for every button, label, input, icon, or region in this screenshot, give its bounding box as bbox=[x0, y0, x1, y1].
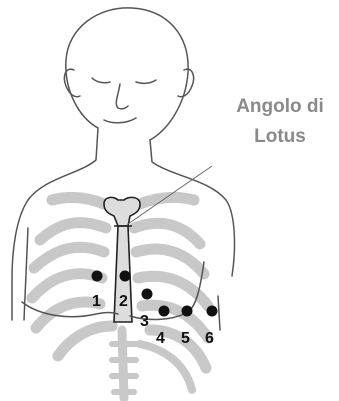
rib-left-1 bbox=[40, 223, 106, 240]
electrode-label-6: 6 bbox=[205, 330, 214, 347]
electrode-v4 bbox=[159, 306, 170, 317]
nose bbox=[116, 84, 128, 109]
electrode-v5 bbox=[182, 306, 193, 317]
left-clavicle bbox=[52, 197, 104, 204]
electrode-v3 bbox=[142, 289, 153, 300]
manubrium bbox=[104, 197, 140, 226]
electrode-label-5: 5 bbox=[181, 330, 190, 347]
right-ear bbox=[178, 69, 194, 97]
rib-left-5 bbox=[58, 326, 112, 356]
rib-right-1 bbox=[134, 223, 200, 244]
head bbox=[66, 8, 188, 140]
electrode-label-2: 2 bbox=[119, 293, 128, 310]
mouth bbox=[104, 118, 136, 123]
callout-leader-line bbox=[128, 166, 212, 224]
electrode-label-4: 4 bbox=[156, 330, 165, 347]
electrode-v6 bbox=[207, 306, 218, 317]
electrode-v1 bbox=[92, 271, 103, 282]
spine bbox=[122, 330, 124, 398]
right-clavicle bbox=[140, 197, 194, 204]
electrode-v2 bbox=[120, 271, 131, 282]
rib-left-2 bbox=[34, 247, 104, 268]
electrode-label-3: 3 bbox=[140, 313, 149, 330]
right-eye bbox=[136, 80, 156, 83]
rib-right-2 bbox=[136, 249, 204, 274]
right-arm-line bbox=[218, 296, 220, 330]
costal-cartilage bbox=[140, 344, 192, 390]
electrode-label-1: 1 bbox=[92, 293, 101, 310]
left-eye bbox=[92, 78, 110, 83]
